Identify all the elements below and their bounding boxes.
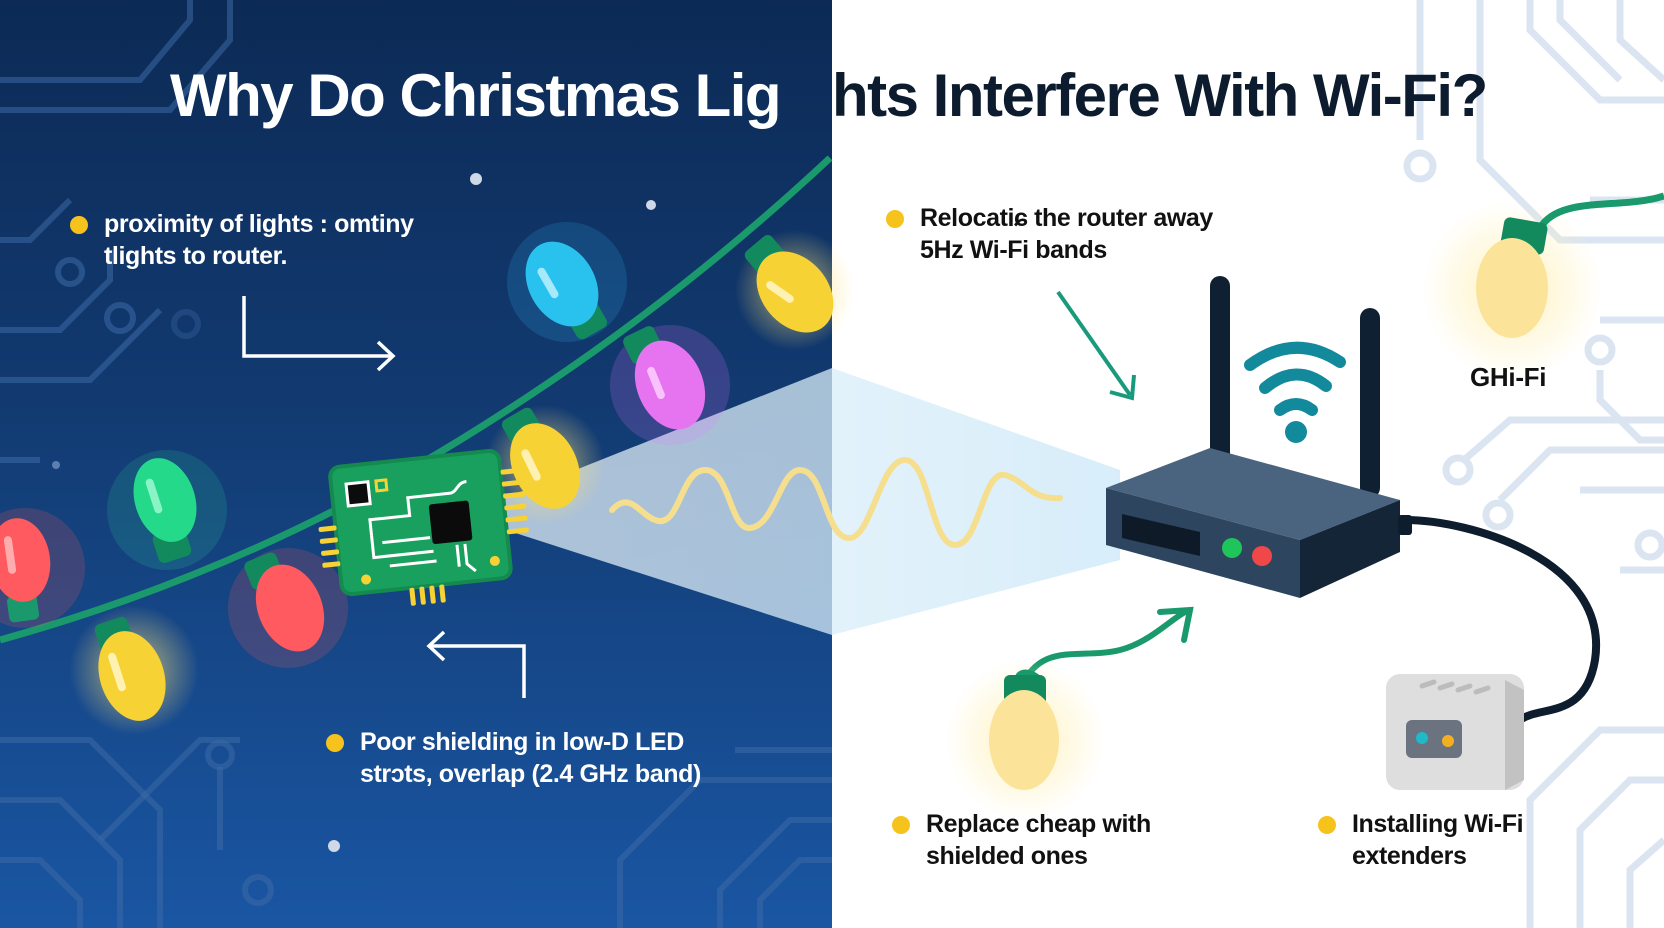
router-cable xyxy=(1404,516,1601,724)
bulb-red-2 xyxy=(244,552,325,652)
bulb-yellow-2 xyxy=(501,407,580,509)
circuit-traces-right xyxy=(1403,0,1664,928)
interference-beam xyxy=(500,368,1120,635)
bulb-yellow-1 xyxy=(94,617,166,721)
bullet-dot-icon xyxy=(326,734,344,752)
bulb-red-1 xyxy=(0,518,51,623)
callout-line: 5Hz Wi-Fi bands xyxy=(920,236,1107,264)
router-icon xyxy=(1106,448,1412,598)
wifi-extender-icon xyxy=(1386,674,1524,790)
callout-line: Relocatiɕ the router away xyxy=(920,204,1213,232)
router-antennas xyxy=(1210,276,1380,498)
bullet-dot-icon xyxy=(1318,816,1336,834)
callout-line: tlights to router. xyxy=(104,242,288,270)
callout-line: Poor shielding in low-D LED xyxy=(360,728,684,756)
circuit-board-icon xyxy=(318,448,529,606)
bulb-green xyxy=(133,458,197,563)
callout-line: Replace cheap with xyxy=(926,810,1151,838)
bullet-dot-icon xyxy=(886,210,904,228)
callout-install-extenders: Installing Wi-Fi extenders xyxy=(1318,808,1524,872)
callout-line: extenders xyxy=(1352,842,1467,870)
circuit-traces-left xyxy=(0,0,832,928)
callout-poor-shielding: Poor shielding in low-D LED strɔts, over… xyxy=(326,726,701,790)
callout-replace-cheap: Replace cheap with shielded ones xyxy=(892,808,1151,872)
callout-line: Installing Wi-Fi xyxy=(1352,810,1524,838)
wifi-signal-icon xyxy=(1244,341,1346,416)
title-left-part: Why Do Christmas Lig xyxy=(170,62,782,129)
title-right-part: hts Interfere With Wi-Fi? xyxy=(832,62,1488,129)
bulb-shielded-bottom xyxy=(945,660,1105,820)
bulb-yellow-3 xyxy=(744,235,834,333)
bullet-dot-icon xyxy=(892,816,910,834)
callout-line: shielded ones xyxy=(926,842,1088,870)
arrow-down-right-icon xyxy=(1056,290,1136,401)
arrow-right-icon xyxy=(242,296,396,372)
interference-wave-icon xyxy=(609,456,1063,549)
sparkle-dots xyxy=(52,173,656,852)
bulb-magenta xyxy=(623,326,706,430)
bullet-dot-icon xyxy=(70,216,88,234)
callout-line: proximity of lights : omtiny xyxy=(104,210,414,238)
callout-line: strɔts, overlap (2.4 GHz band) xyxy=(360,760,701,788)
light-string-wire xyxy=(0,155,833,644)
arrow-left-icon xyxy=(426,630,526,698)
callout-proximity: proximity of lights : omtiny tlights to … xyxy=(70,208,414,272)
bulb-top-right xyxy=(1422,192,1664,380)
bulb-blue xyxy=(525,241,608,340)
page-title: Why Do Christmas Lig hts Interfere With … xyxy=(0,56,1664,136)
ghifi-label: GHi-Fi xyxy=(1470,362,1547,392)
callout-relocate-router: Relocatiɕ the router away 5Hz Wi-Fi band… xyxy=(886,202,1213,266)
